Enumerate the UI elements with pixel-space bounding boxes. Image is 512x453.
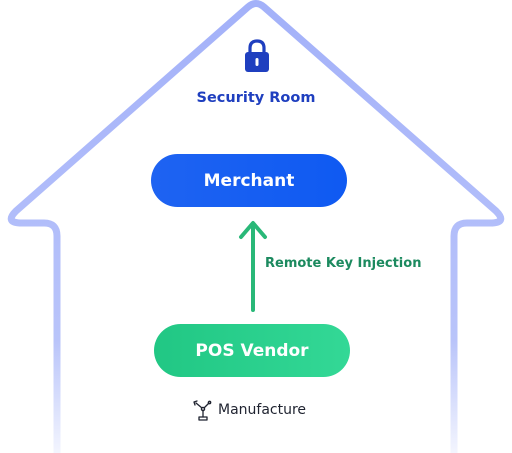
merchant-label: Merchant: [203, 170, 295, 191]
merchant-node: Merchant: [151, 154, 347, 207]
pos-vendor-label: POS Vendor: [195, 340, 309, 361]
security-room-title: Security Room: [196, 90, 316, 106]
robot-arm-icon: [193, 400, 212, 421]
pos-vendor-node: POS Vendor: [154, 324, 350, 377]
manufacture-row: Manufacture: [192, 399, 306, 421]
arrow-up-icon: [239, 221, 267, 312]
lock-icon: [245, 39, 269, 72]
manufacture-label: Manufacture: [218, 402, 307, 418]
remote-key-injection-label: Remote Key Injection: [265, 256, 422, 271]
